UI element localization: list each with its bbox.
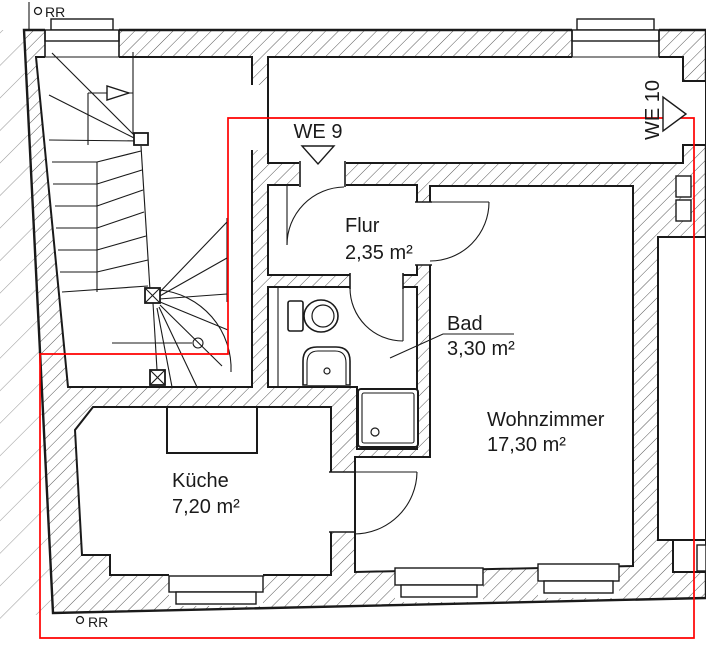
- stair-post-top: [133, 132, 149, 146]
- labels: WE 9 WE 10 Flur 2,35 m² Bad 3,30 m² Wohn…: [33, 4, 688, 630]
- unit-label-we10: WE 10: [642, 80, 664, 140]
- room-area-kueche: 7,20 m²: [172, 496, 240, 518]
- unit-marker-we10-triangle: [662, 95, 688, 133]
- stair-direction-arrow: [106, 85, 132, 101]
- window-wohnzimmer-1: [394, 565, 484, 602]
- rr-marker-bottom-circle: [75, 615, 85, 625]
- shower: [357, 388, 419, 448]
- unit-marker-we9-triangle: [300, 145, 336, 166]
- room-area-bad: 3,30 m²: [447, 338, 515, 360]
- room-label-wohnzimmer: Wohnzimmer: [487, 409, 605, 431]
- unit-boundary-we9: [39, 117, 695, 639]
- unit-label-we9: WE 9: [294, 121, 343, 143]
- rr-marker-top-label: RR: [45, 4, 65, 20]
- wohnzimmer-door-swing: [429, 201, 490, 262]
- window-kueche: [168, 573, 264, 606]
- kueche-door-swing: [353, 471, 418, 535]
- window-right-edge: [696, 544, 706, 572]
- wohnzimmer-floor: [354, 185, 634, 574]
- room-area-flur: 2,35 m²: [345, 242, 413, 264]
- windows: [44, 18, 706, 606]
- room-area-wohnzimmer: 17,30 m²: [487, 434, 566, 456]
- rr-marker-top-circle: [33, 6, 43, 16]
- toilet: [287, 299, 339, 333]
- sink: [302, 346, 351, 386]
- bad-door-swing: [349, 287, 404, 342]
- window-wohnzimmer-2: [537, 561, 620, 598]
- stairwell-floor: [34, 56, 253, 388]
- bad-leader-line: [389, 333, 514, 359]
- rr-marker-bottom-label: RR: [88, 614, 108, 630]
- neighbour-space-right: [657, 236, 706, 541]
- window-top-right: [571, 18, 660, 58]
- staircase: [48, 52, 232, 388]
- room-label-kueche: Küche: [172, 470, 229, 492]
- room-label-bad: Bad: [447, 313, 483, 335]
- window-stairwell-top: [44, 18, 120, 58]
- bad-fixtures: [277, 288, 419, 448]
- chimney-flues: [675, 175, 692, 222]
- room-label-flur: Flur: [345, 215, 380, 237]
- corridor-floor: [267, 56, 706, 164]
- entry-door-swing: [286, 186, 345, 246]
- kueche-floor: [73, 406, 332, 576]
- stair-door-swing: [159, 289, 232, 373]
- kueche-niche: [166, 406, 258, 454]
- stair-handrail-circle: [192, 337, 204, 349]
- door-openings: [299, 161, 432, 533]
- door-swings: [286, 186, 490, 535]
